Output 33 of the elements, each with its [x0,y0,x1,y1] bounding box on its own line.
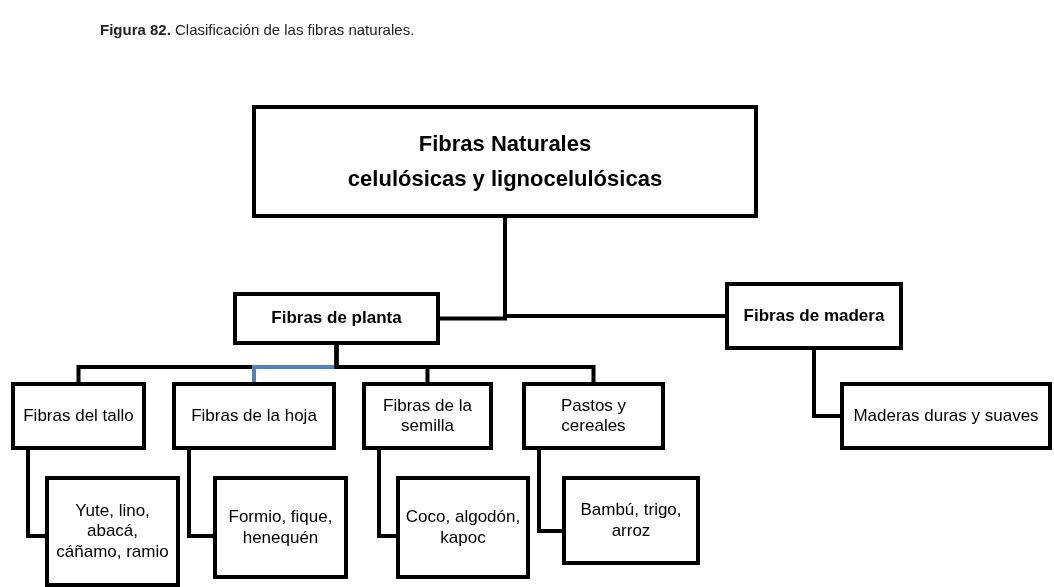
category-box [252,105,758,218]
category-box [725,282,903,350]
category-box [233,292,440,345]
node-label: Formio, fique, henequén [227,507,334,548]
node-title: Fibras Naturales [418,131,592,158]
category-box [362,382,493,450]
connector-line [377,450,396,538]
figure-caption: Figura 82. Clasificación de las fibras naturales. [100,21,415,38]
connector-line [503,218,725,318]
node-label: Fibras de la hoja [191,405,317,427]
connector-line [187,450,213,538]
node-label: Fibras de madera [743,305,885,327]
category-box [213,476,348,579]
node-label: Fibras del tallo [23,405,134,427]
connector-line [26,450,45,538]
category-box [45,476,180,587]
category-box [522,382,665,450]
category-box [172,382,336,450]
node-label: Fibras de planta [271,308,402,329]
node-label: Fibras de la semilla [382,395,473,437]
connector-line [334,345,596,382]
connector-line [537,450,562,533]
node-label: Maderas duras y suaves [853,405,1039,427]
category-box [562,476,700,565]
node-subtitle: celulósicas y lignocelulósicas [347,165,663,192]
category-box [396,476,530,579]
node-label: Pastos y cereales [559,395,628,437]
category-box [11,382,146,450]
connector-line [812,350,840,418]
node-label: Bambú, trigo, arroz [579,500,683,541]
node-label: Coco, algodón, kapoc [404,507,522,548]
node-label: Yute, lino, abacá, cáñamo, ramio [55,500,170,563]
category-box [840,382,1052,450]
